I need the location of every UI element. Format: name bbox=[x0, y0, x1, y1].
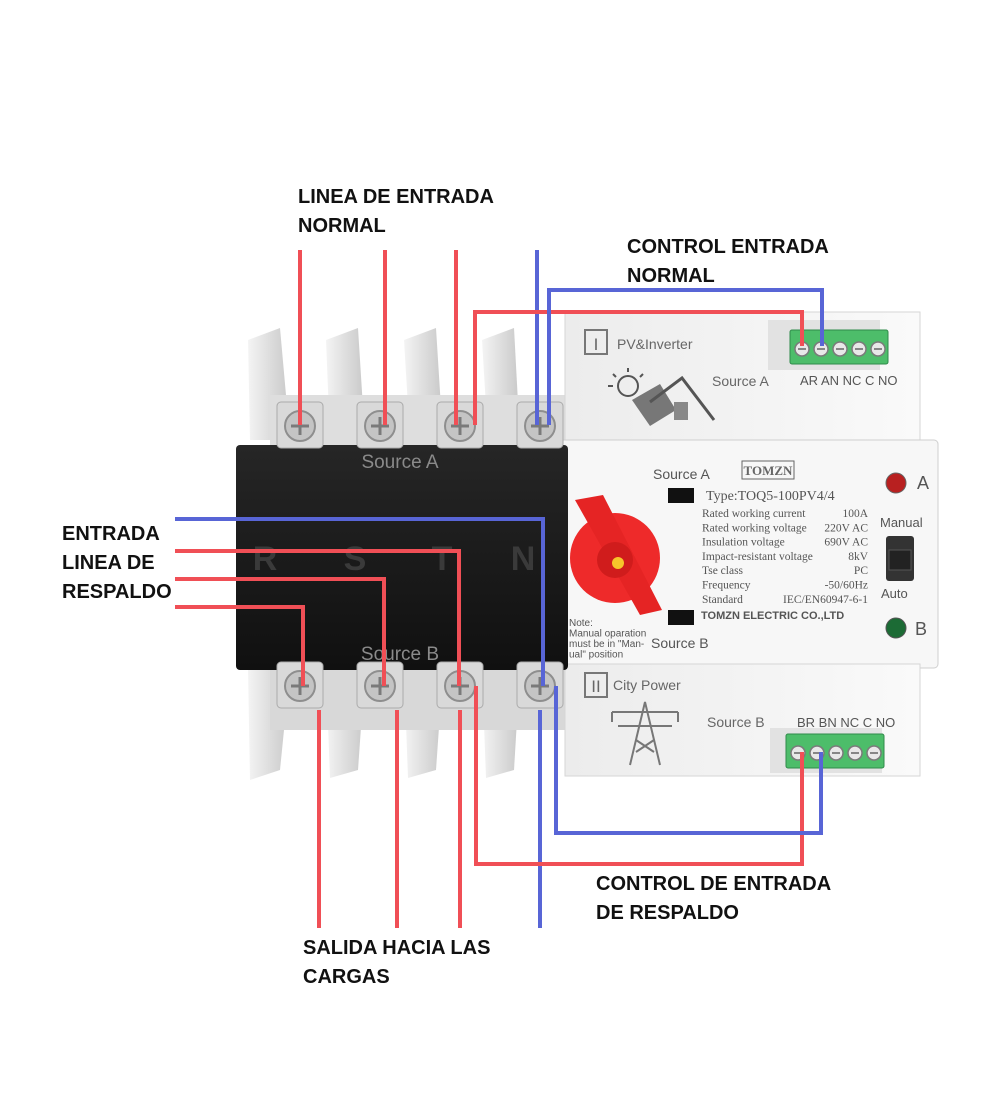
band-source-a-label: Source A bbox=[361, 452, 438, 473]
spec-value: PC bbox=[854, 565, 868, 577]
wire-control-b-blue bbox=[554, 686, 823, 835]
type-label: Type:TOQ5-100PV4/4 bbox=[706, 489, 835, 504]
band-source-b-label: Source B bbox=[361, 644, 439, 665]
wire-backup-r bbox=[175, 605, 305, 686]
terminal-screw bbox=[356, 401, 404, 449]
label-control-entrada-normal: CONTROL ENTRADA NORMAL bbox=[627, 236, 829, 287]
spec-value: IEC/EN60947-6-1 bbox=[783, 594, 868, 606]
spec-value: 220V AC bbox=[824, 522, 868, 534]
phase-letter-s: S bbox=[344, 540, 367, 578]
spec-label: Tse class bbox=[702, 565, 744, 577]
front-panel: Source A Source B TOMZN Type:TOQ5-100PV4… bbox=[569, 460, 929, 661]
wires bbox=[175, 250, 824, 928]
note-line: ual" position bbox=[569, 650, 623, 661]
spec-label: Standard bbox=[702, 594, 743, 606]
indicator-b-label: B bbox=[915, 619, 927, 639]
spec-value: -50/60Hz bbox=[825, 580, 868, 592]
control-terminal-blocks bbox=[785, 329, 889, 769]
terminal-screw bbox=[516, 401, 564, 449]
handle-led bbox=[612, 557, 624, 569]
module-a: I PV&Inverter Source A AR AN NC C NO bbox=[584, 329, 898, 426]
rotary-handle[interactable] bbox=[570, 495, 662, 615]
terminal-screw bbox=[356, 661, 404, 709]
wire-control-b-red bbox=[474, 686, 804, 866]
panel-source-a: Source A bbox=[653, 466, 710, 482]
front-band bbox=[236, 445, 568, 670]
module-b-terminals: BR BN NC C NO bbox=[797, 715, 895, 730]
company-label: TOMZN ELECTRIC CO.,LTD bbox=[701, 610, 844, 622]
module-a-title: PV&Inverter bbox=[617, 336, 693, 352]
spec-list: Rated working current 100A Rated working v… bbox=[702, 508, 869, 606]
spec-value: 690V AC bbox=[824, 537, 868, 549]
terminal-screw bbox=[516, 661, 564, 709]
spec-label: Rated working current bbox=[702, 508, 806, 520]
indicator-b-led bbox=[885, 617, 907, 639]
label-control-entrada-respaldo: CONTROL DE ENTRADA DE RESPALDO bbox=[596, 873, 832, 924]
spec-value: 8kV bbox=[848, 551, 869, 563]
brand-logo: TOMZN bbox=[744, 463, 793, 478]
module-a-source: Source A bbox=[712, 373, 769, 389]
phase-letter-n: N bbox=[511, 540, 536, 578]
panel-source-b: Source B bbox=[651, 635, 709, 651]
module-a-terminals: AR AN NC C NO bbox=[800, 373, 898, 388]
spec-label: Insulation voltage bbox=[702, 537, 785, 549]
wire-control-a-blue bbox=[547, 288, 824, 425]
auto-label: Auto bbox=[881, 586, 908, 601]
label-salida-cargas: SALIDA HACIA LAS CARGAS bbox=[303, 937, 491, 988]
control-terminal-block-b bbox=[785, 733, 885, 769]
wire-control-a-red bbox=[473, 310, 804, 425]
sun-house-icon bbox=[608, 368, 716, 426]
phase-letter-t: T bbox=[432, 540, 453, 578]
spec-value: 100A bbox=[842, 508, 868, 520]
wire-backup-t bbox=[175, 549, 461, 686]
terminal-screw bbox=[276, 661, 324, 709]
module-b-source: Source B bbox=[707, 714, 765, 730]
phase-letter-r: R bbox=[253, 540, 278, 578]
spec-label: Rated working voltage bbox=[702, 522, 807, 534]
indicator-a-label: A bbox=[917, 473, 929, 493]
module-b-title: City Power bbox=[613, 677, 681, 693]
source-b-window bbox=[668, 610, 694, 625]
module-b-roman: II bbox=[591, 677, 600, 696]
module-a-roman: I bbox=[594, 335, 599, 354]
source-a-window bbox=[668, 488, 694, 503]
wire-backup-n bbox=[175, 517, 545, 686]
power-tower-icon bbox=[611, 701, 679, 766]
indicator-a-led bbox=[885, 472, 907, 494]
label-entrada-linea-respaldo: ENTRADA LINEA DE RESPALDO bbox=[62, 523, 172, 603]
spec-label: Impact-resistant voltage bbox=[702, 551, 813, 563]
terminal-screw bbox=[436, 401, 484, 449]
note-line: Manual oparation bbox=[569, 629, 646, 640]
note-line: must be in "Man- bbox=[569, 639, 644, 650]
note-line: Note: bbox=[569, 618, 593, 629]
wire-backup-s bbox=[175, 577, 386, 686]
manual-label: Manual bbox=[880, 515, 923, 530]
brand-badge bbox=[741, 460, 795, 480]
module-b: II City Power Source B BR BN NC C NO bbox=[584, 672, 895, 766]
spec-label: Frequency bbox=[702, 580, 751, 592]
control-terminal-block-a bbox=[789, 329, 889, 365]
label-linea-entrada-normal: LINEA DE ENTRADA NORMAL bbox=[298, 186, 494, 237]
